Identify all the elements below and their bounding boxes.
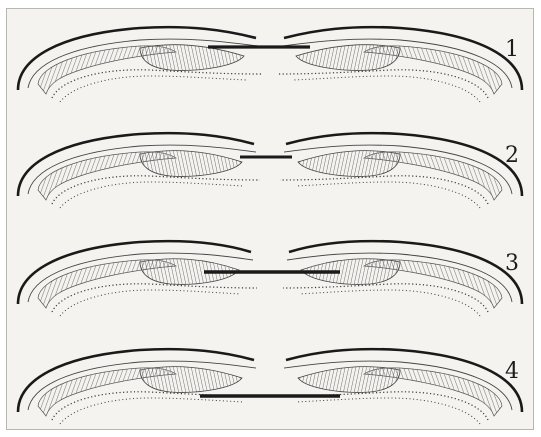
panel-number: 3 bbox=[505, 251, 519, 276]
panel-number: 4 bbox=[505, 359, 519, 384]
panel-2: 2 bbox=[18, 133, 522, 208]
left-flap bbox=[18, 241, 257, 316]
peritoneum-dots bbox=[283, 284, 488, 312]
right-flap bbox=[278, 27, 522, 102]
rectus-muscle bbox=[140, 367, 242, 393]
peritoneum-dots bbox=[280, 176, 488, 204]
right-flap bbox=[283, 241, 522, 316]
inner-dots bbox=[60, 182, 244, 208]
inner-dots bbox=[299, 290, 480, 316]
peritoneum-dots bbox=[52, 176, 260, 204]
rectus-muscle bbox=[296, 45, 400, 71]
inner-dots bbox=[296, 182, 480, 208]
panel-4: 4 bbox=[18, 349, 522, 424]
rectus-muscle bbox=[140, 151, 242, 177]
inner-dots bbox=[60, 290, 241, 316]
inner-dots bbox=[60, 398, 244, 424]
inner-dots bbox=[294, 76, 480, 102]
left-flap bbox=[18, 133, 260, 208]
inner-dots bbox=[60, 76, 246, 102]
right-flap bbox=[280, 349, 522, 424]
peritoneum-dots bbox=[52, 70, 262, 98]
peritoneum-dots bbox=[278, 70, 488, 98]
peritoneum-dots bbox=[52, 284, 257, 312]
panel-number: 1 bbox=[505, 37, 519, 62]
panel-number: 2 bbox=[505, 143, 519, 168]
rectus-muscle bbox=[298, 367, 400, 393]
inner-dots bbox=[296, 398, 480, 424]
left-flap bbox=[18, 349, 260, 424]
right-flap bbox=[280, 133, 522, 208]
panel-3: 3 bbox=[18, 241, 522, 316]
rectus-muscle bbox=[298, 151, 400, 177]
left-flap bbox=[18, 27, 262, 102]
panel-1: 1 bbox=[18, 27, 522, 102]
